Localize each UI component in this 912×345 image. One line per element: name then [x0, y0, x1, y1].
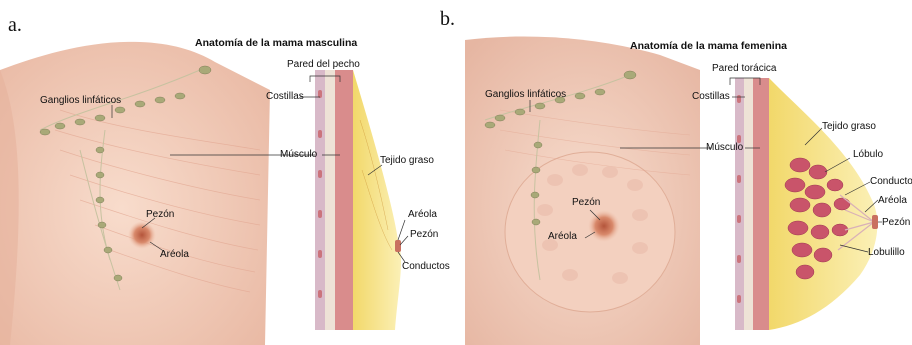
female-torso — [465, 36, 700, 345]
label-nipple-a: Pezón — [146, 210, 174, 220]
label-ribs-a: Costillas — [266, 92, 304, 102]
panel-a-title: Anatomía de la mama masculina — [195, 37, 357, 49]
label-nipple-side-a: Pezón — [410, 230, 438, 240]
label-ducts-a: Conductos — [402, 262, 450, 272]
label-lymph-nodes-b: Ganglios linfáticos — [485, 90, 566, 100]
label-areola-a: Aréola — [160, 250, 189, 260]
label-lobule: Lóbulo — [853, 150, 883, 160]
label-areola-b: Aréola — [548, 232, 577, 242]
label-lymph-nodes-a: Ganglios linfáticos — [40, 96, 121, 106]
panel-b-title: Anatomía de la mama femenina — [630, 40, 787, 52]
label-ribs-b: Costillas — [692, 92, 730, 102]
label-fatty-tissue-a: Tejido graso — [380, 156, 434, 166]
male-cross-section — [315, 70, 401, 330]
female-cross-section — [735, 78, 878, 330]
label-areola-side-b: Aréola — [878, 196, 907, 206]
male-torso — [0, 42, 270, 345]
label-ducts-b: Conductos — [870, 177, 912, 187]
label-chest-wall-b: Pared torácica — [712, 64, 776, 74]
nipple-a — [128, 221, 156, 249]
label-chest-wall: Pared del pecho — [287, 60, 360, 70]
panel-letter-b: b. — [440, 8, 455, 31]
label-lobules: Lobulillo — [868, 248, 905, 258]
label-muscle-b: Músculo — [706, 143, 743, 153]
label-muscle-a: Músculo — [280, 150, 317, 160]
label-nipple-side-b: Pezón — [882, 218, 910, 228]
label-areola-side-a: Aréola — [408, 210, 437, 220]
panel-letter-a: a. — [8, 14, 22, 37]
label-nipple-b: Pezón — [572, 198, 600, 208]
label-fatty-tissue-b: Tejido graso — [822, 122, 876, 132]
